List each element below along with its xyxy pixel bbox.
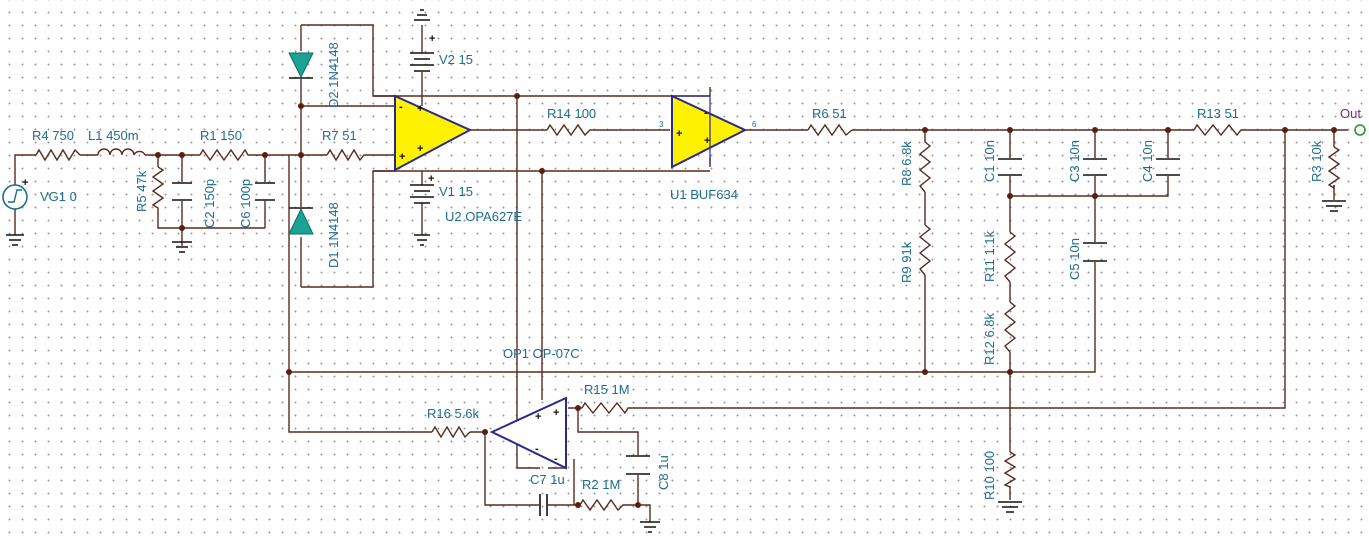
label-r1: R1 150 [200,128,242,143]
label-r6: R6 51 [812,106,847,121]
resistor-r10[interactable] [1003,451,1017,489]
label-r12: R12 6.8k [982,312,997,365]
label-l1: L1 450m [88,128,139,143]
inductor-l1[interactable] [97,148,146,156]
label-r16: R16 5.6k [427,406,480,421]
label-op1: OP1 OP-07C [503,346,580,361]
label-c1: C1 10n [982,140,997,182]
label-c2: C2 150p [202,179,217,228]
label-u1: U1 BUF634 [670,187,738,202]
ground-symbols [172,200,1346,533]
svg-text:-: - [399,101,403,113]
capacitor-c5[interactable] [1083,242,1107,262]
opamp-u1[interactable]: + + - [671,94,748,169]
resistor-r16[interactable] [431,425,471,439]
capacitor-c3[interactable] [1083,158,1107,176]
source-vg1[interactable]: + [2,177,28,246]
label-c5: C5 10n [1067,238,1082,280]
capacitor-c2[interactable] [172,182,192,201]
capacitor-c6[interactable] [255,182,275,201]
label-v2: V2 15 [439,52,473,67]
svg-text:+: + [553,407,559,419]
junctions [155,93,1337,508]
label-r11: R11 1.1k [982,230,997,282]
label-r14: R14 100 [547,106,596,121]
opamp-op1[interactable]: + - + - [489,396,567,470]
opamp-u2[interactable]: - + + + [394,94,473,172]
resistor-r5[interactable] [151,166,165,215]
capacitor-c7[interactable] [530,494,556,516]
label-d2: D2 1N4148 [326,42,341,108]
label-c8: C8 1u [656,455,671,490]
label-r5: R5 47k [134,170,149,212]
capacitor-c8[interactable] [626,455,650,475]
label-u2: U2 OPA627E [445,209,522,224]
resistor-r9[interactable] [918,224,932,276]
label-r10: R10 100 [982,451,997,500]
battery-v2[interactable]: + [410,9,435,72]
label-c7: C7 1u [530,472,565,487]
svg-text:-: - [535,443,539,455]
resistor-r1[interactable] [199,148,255,162]
svg-text:+: + [417,103,423,115]
label-c6: C6 100p [238,179,253,228]
label-pin6: 6 [752,120,757,129]
output-terminal[interactable] [1354,124,1366,136]
svg-text:-: - [704,107,708,119]
svg-text:+: + [22,177,28,189]
resistor-r7[interactable] [326,148,367,162]
svg-text:+: + [429,33,435,45]
resistor-r8[interactable] [918,141,932,193]
svg-text:+: + [535,411,541,423]
component-labels: R4 750 L1 450m R1 150 R7 51 VG1 0 R5 47k… [32,42,1361,500]
svg-text:+: + [417,143,423,155]
diode-d2[interactable] [288,52,314,79]
label-v1: V1 15 [439,184,473,199]
resistor-r6[interactable] [807,123,853,137]
resistor-r2[interactable] [579,498,624,512]
resistor-r13[interactable] [1193,123,1245,137]
label-pin3: 3 [659,120,664,129]
label-out: Out [1340,106,1361,121]
resistor-r15[interactable] [581,401,638,415]
label-r2: R2 1M [582,477,620,492]
label-r7: R7 51 [322,128,357,143]
label-d1: D1 1N4148 [326,202,341,268]
label-r4: R4 750 [32,128,74,143]
resistor-r11[interactable] [1003,231,1017,283]
capacitor-c1[interactable] [998,158,1022,176]
svg-text:+: + [399,151,405,163]
svg-text:+: + [428,173,434,185]
label-r13: R13 51 [1197,106,1239,121]
label-r8: R8 6.8k [899,141,914,186]
svg-text:-: - [554,453,558,465]
label-vg1: VG1 0 [40,189,77,204]
label-c4: C4 10n [1140,140,1155,182]
resistor-r4[interactable] [35,148,81,162]
resistor-r14[interactable] [546,123,595,137]
resistor-r12[interactable] [1003,301,1017,353]
resistor-r3[interactable] [1327,146,1341,190]
label-r15: R15 1M [584,382,630,397]
label-c3: C3 10n [1067,140,1082,182]
capacitor-c4[interactable] [1156,158,1180,176]
label-r3: R3 10k [1309,140,1324,182]
label-r9: R9 91k [899,241,914,283]
svg-text:+: + [704,135,710,147]
svg-text:+: + [676,128,682,140]
diode-d1[interactable] [288,207,314,235]
battery-v1[interactable]: + [410,173,434,246]
